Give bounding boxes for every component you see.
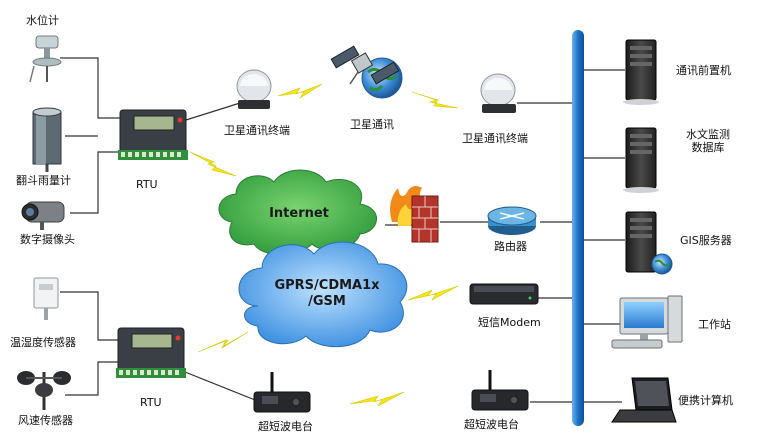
hydro-db-label: 水文监测 数据库 (678, 128, 738, 154)
digital-camera-label: 数字摄像头 (20, 233, 75, 246)
sat-terminal-left-label: 卫星通讯终端 (224, 124, 290, 137)
sms-modem-label: 短信Modem (478, 316, 541, 329)
gis-server-icon (625, 211, 673, 275)
shortwave-radio-icon (253, 372, 311, 413)
connection-lines (60, 57, 625, 403)
laptop-icon (611, 377, 677, 423)
rtu-device-icon (118, 109, 188, 160)
gprs-label-line1: GPRS/CDMA1x (274, 278, 380, 293)
lightning-icon (407, 285, 459, 301)
shortwave-left-label: 超短波电台 (258, 420, 313, 433)
gis-server-label: GIS服务器 (680, 234, 732, 247)
sms-modem-icon (469, 283, 539, 305)
wireless-links (189, 83, 459, 407)
water-level-meter-label: 水位计 (26, 14, 59, 27)
lightning-icon (349, 391, 405, 407)
rain-gauge-icon (32, 107, 62, 172)
rtu-bottom-label: RTU (140, 396, 162, 409)
router-icon (487, 206, 537, 235)
gprs-label-line2: /GSM (308, 294, 346, 309)
satellite-terminal-icon (236, 69, 272, 109)
satellite-terminal-icon (480, 73, 516, 113)
server-tower-icon (623, 39, 659, 105)
shortwave-right-label: 超短波电台 (464, 418, 519, 431)
database-server-icon (623, 127, 659, 193)
internet-label: Internet (269, 206, 329, 221)
temp-humidity-label: 温湿度传感器 (10, 336, 76, 349)
lightning-icon (197, 331, 249, 353)
hydro-db-label-line2: 数据库 (691, 141, 725, 154)
gprs-label: GPRS/CDMA1x /GSM (262, 278, 392, 310)
satellite-label: 卫星通讯 (350, 118, 394, 131)
wind-speed-sensor-icon (17, 371, 71, 410)
shortwave-radio-icon (471, 370, 529, 411)
laptop-label: 便携计算机 (678, 394, 733, 407)
lightning-icon (277, 83, 323, 99)
temp-humidity-sensor-icon (33, 277, 59, 320)
water-level-meter-icon (29, 35, 62, 83)
gprs-cloud (238, 241, 408, 348)
wind-speed-label: 风速传感器 (18, 414, 73, 427)
rain-gauge-label: 翻斗雨量计 (16, 174, 71, 187)
workstation-label: 工作站 (698, 318, 731, 331)
rtu-device-icon (116, 327, 186, 378)
hydro-db-label-line1: 水文监测 (686, 128, 730, 141)
camera-icon (21, 201, 65, 230)
sat-terminal-right-label: 卫星通讯终端 (462, 132, 528, 145)
firewall-icon (390, 186, 439, 243)
rtu-top-label: RTU (136, 178, 158, 191)
workstation-icon (611, 295, 683, 349)
satellite-icon (330, 45, 403, 99)
lightning-icon (189, 151, 237, 177)
comm-front-end-label: 通讯前置机 (676, 64, 731, 77)
lightning-icon (411, 91, 459, 109)
router-label: 路由器 (494, 240, 527, 253)
network-bus (572, 30, 584, 426)
